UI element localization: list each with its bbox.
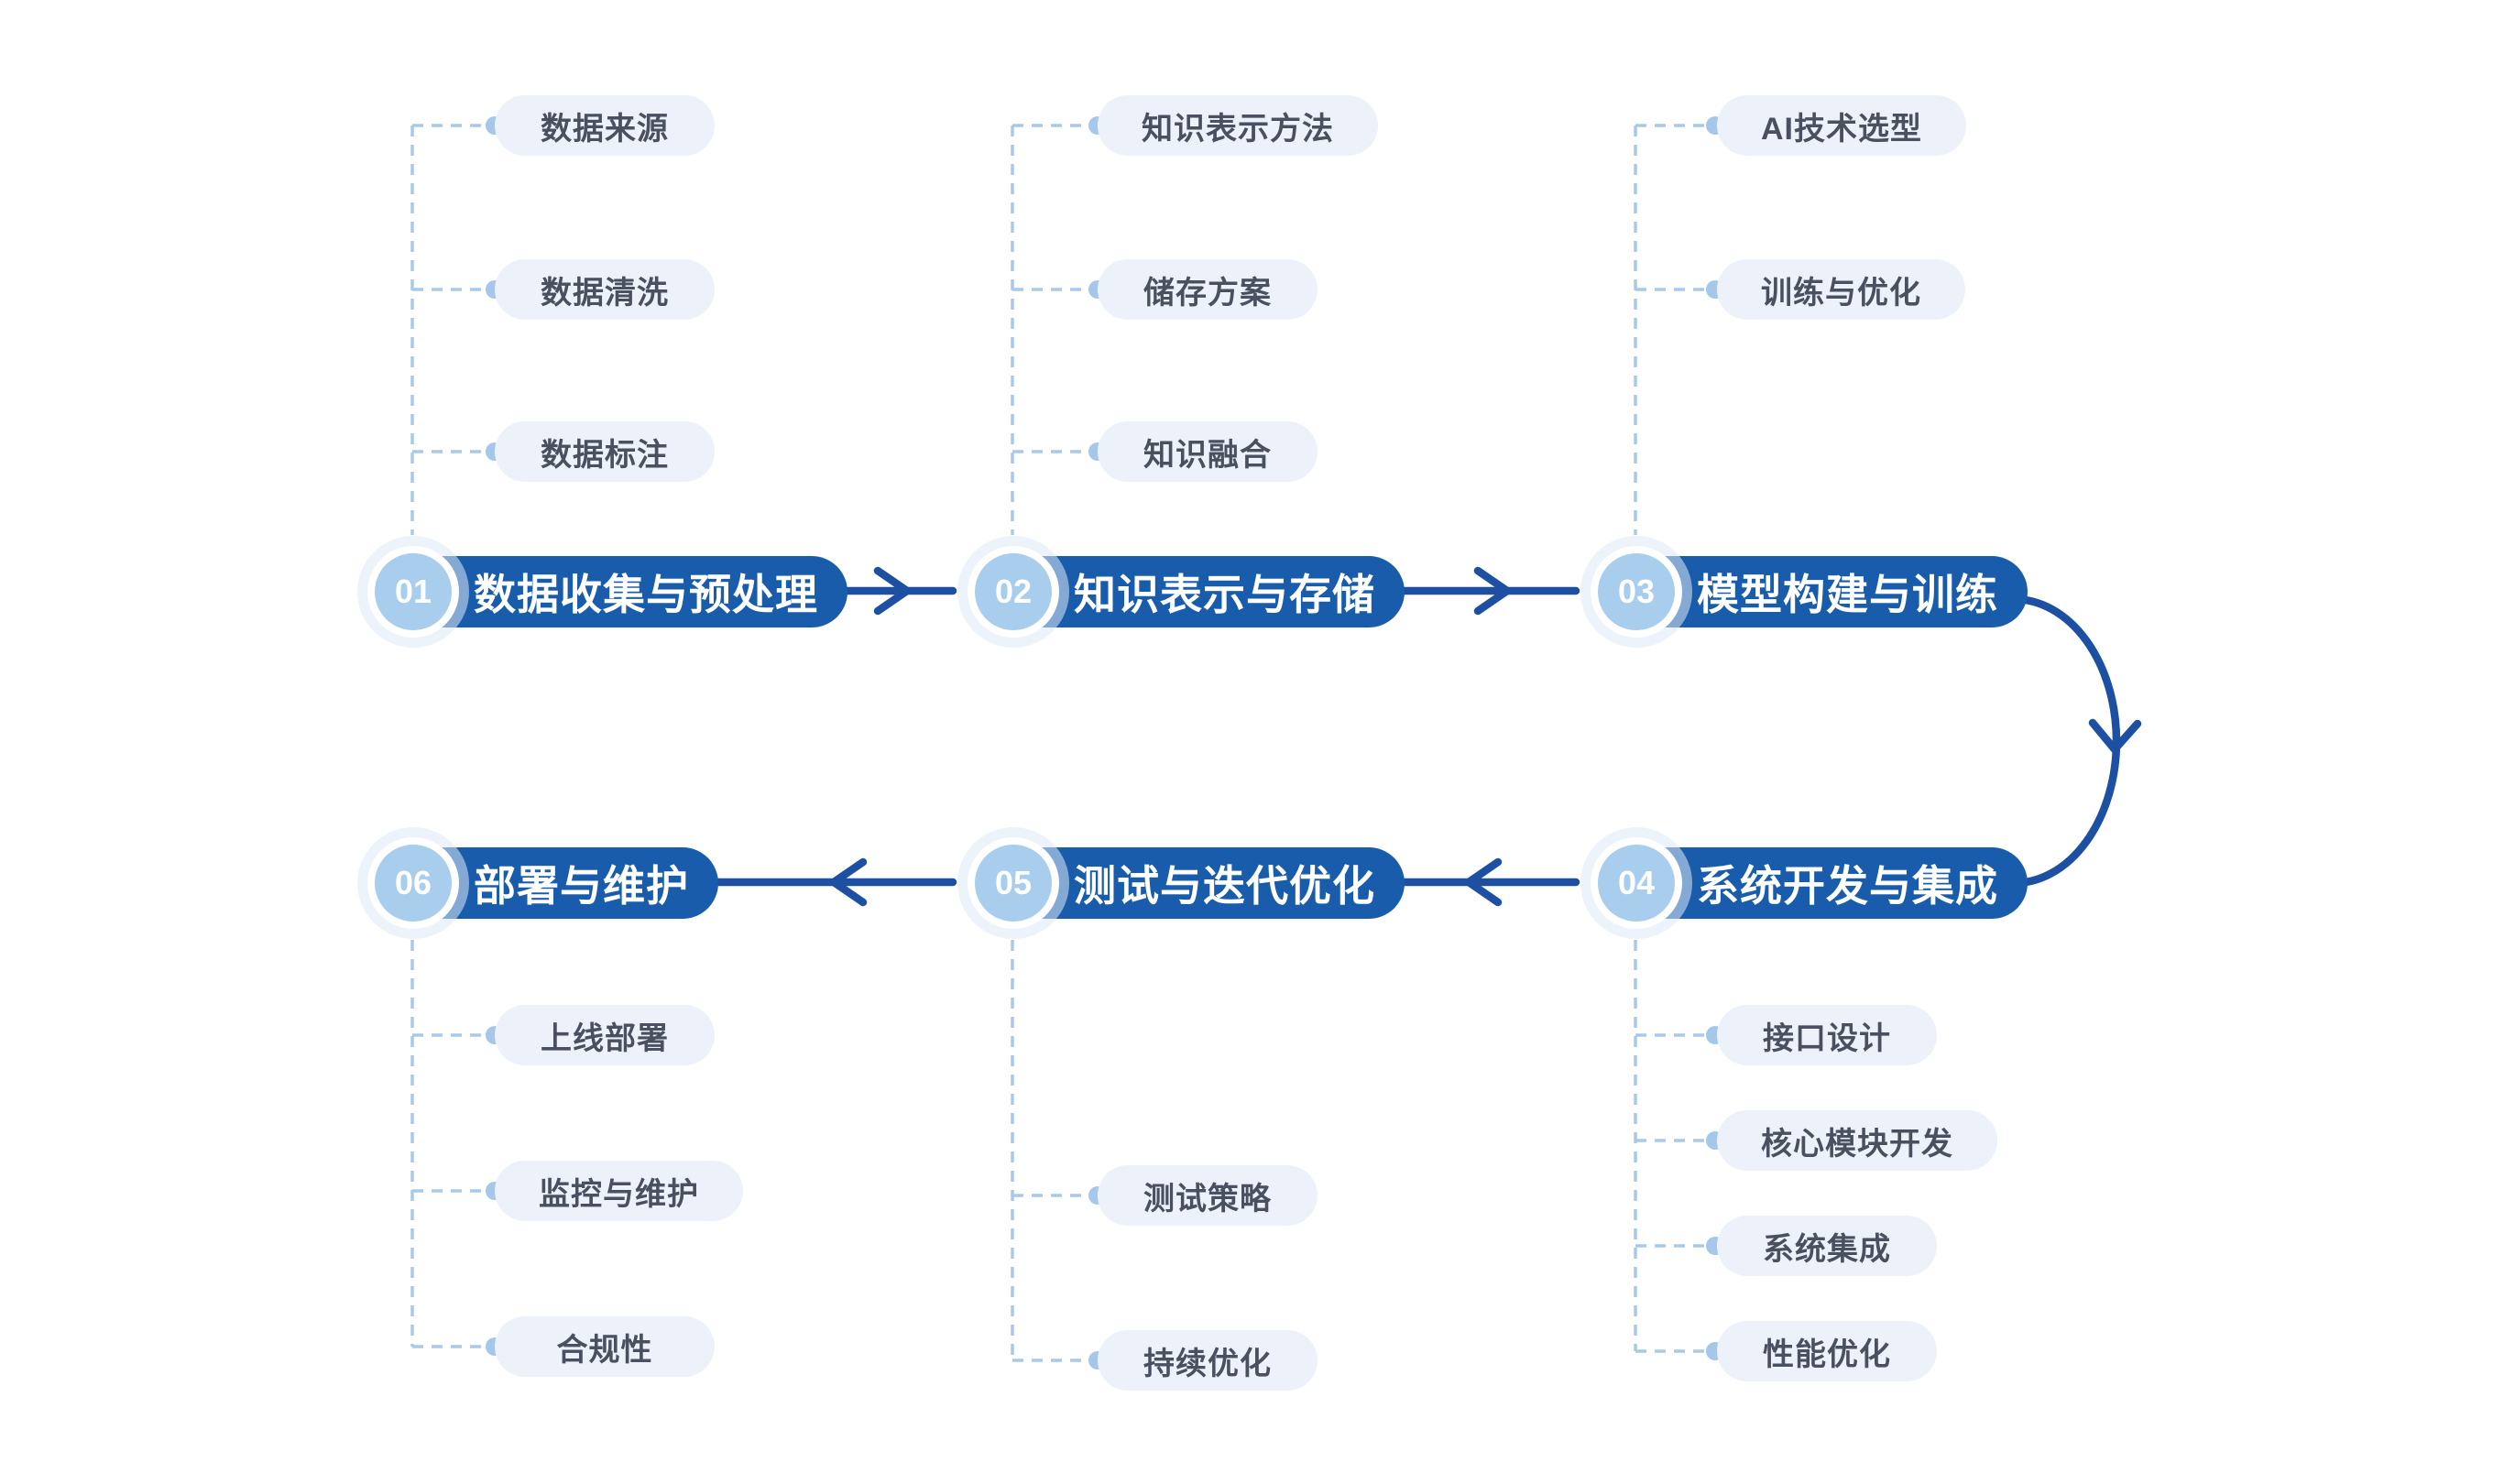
stage-05-pill: 测试与迭代优化 [1006, 847, 1405, 919]
stage-02-pill: 知识表示与存储 [1006, 556, 1405, 627]
stage-02-label: 知识表示与存储 [1074, 571, 1375, 618]
stage-05-badge: 05 [968, 837, 1059, 929]
sub-item-ai-tech-selection: AI技术选型 [1717, 95, 1966, 156]
sub-item-monitoring-maintenance: 监控与维护 [495, 1161, 743, 1221]
stage-06-number: 06 [394, 864, 432, 901]
stage-06-label: 部署与维护 [474, 862, 689, 910]
sub-item-core-module-dev: 核心模块开发 [1717, 1110, 1997, 1171]
stage-03-label: 模型构建与训练 [1697, 571, 1998, 618]
stage-03-number: 03 [1617, 573, 1656, 610]
stage-04-pill: 系统开发与集成 [1629, 847, 2028, 919]
dashed-branch-lines [410, 124, 1704, 1362]
stage-04-number: 04 [1617, 864, 1656, 901]
stage-03-pill: 模型构建与训练 [1629, 556, 2028, 627]
stage-01-label: 数据收集与预处理 [474, 571, 818, 618]
arrow-arc-3-4 [2009, 595, 2121, 888]
sub-item-training-optimization: 训练与优化 [1717, 259, 1965, 320]
sub-item-launch-deployment: 上线部署 [495, 1005, 715, 1065]
stage-node-02: 02 知识表示与存储 [968, 546, 1405, 638]
sub-item-compliance: 合规性 [495, 1316, 715, 1377]
stage-06-badge: 06 [367, 837, 459, 929]
stage-05-label: 测试与迭代优化 [1074, 862, 1375, 910]
stage-01-badge: 01 [367, 546, 459, 638]
sub-item-storage-plan: 储存方案 [1098, 259, 1318, 320]
stage-01-number: 01 [394, 573, 432, 610]
stage-node-01: 01 数据收集与预处理 [367, 546, 847, 638]
sub-item-data-cleaning: 数据清洗 [495, 259, 715, 320]
stage-01-pill: 数据收集与预处理 [406, 556, 847, 627]
stage-04-badge: 04 [1591, 837, 1682, 929]
arrowhead-down-3-4 [2088, 718, 2142, 754]
stage-node-03: 03 模型构建与训练 [1591, 546, 2028, 638]
sub-item-knowledge-fusion: 知识融合 [1098, 421, 1318, 482]
sub-item-data-source: 数据来源 [495, 95, 715, 156]
arrowhead-right-1-2 [873, 566, 912, 616]
stage-02-badge: 02 [968, 546, 1059, 638]
sub-item-interface-design: 接口设计 [1717, 1005, 1937, 1065]
sub-item-performance-optimization: 性能优化 [1717, 1321, 1937, 1381]
stage-node-05: 05 测试与迭代优化 [968, 837, 1405, 929]
flow-arrows [708, 566, 2142, 907]
stage-05-number: 05 [994, 864, 1033, 901]
sub-item-knowledge-representation: 知识表示方法 [1098, 95, 1378, 156]
arrowhead-left-4-5 [1464, 857, 1503, 907]
stage-02-number: 02 [994, 573, 1033, 610]
stage-03-badge: 03 [1591, 546, 1682, 638]
stage-node-04: 04 系统开发与集成 [1591, 837, 2028, 929]
stage-04-label: 系统开发与集成 [1697, 862, 1998, 910]
arrowhead-right-2-3 [1473, 566, 1512, 616]
sub-item-continuous-optimization: 持续优化 [1098, 1330, 1318, 1391]
sub-item-system-integration: 系统集成 [1717, 1216, 1937, 1276]
arrowhead-left-5-6 [829, 857, 868, 907]
sub-item-data-labeling: 数据标注 [495, 421, 715, 482]
stage-node-06: 06 部署与维护 [367, 837, 718, 929]
sub-item-test-strategy: 测试策略 [1098, 1165, 1318, 1226]
